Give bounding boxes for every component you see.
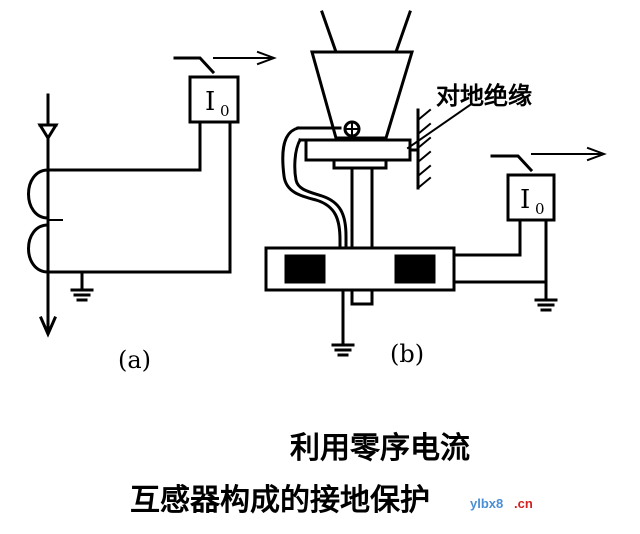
ground-wire-inner <box>293 137 348 292</box>
relay-contact-a <box>173 56 216 75</box>
arrow-right-icon <box>256 50 277 66</box>
caption-a: (a) <box>118 346 151 374</box>
return-lead-a <box>46 118 232 274</box>
mounting-plate <box>304 138 412 162</box>
ct-core-left <box>284 254 326 284</box>
return-lead-b <box>452 218 548 284</box>
relay-box-b <box>506 173 556 222</box>
downward-triangle-icon <box>37 123 59 141</box>
watermark-prefix: ylbx8 <box>470 496 503 511</box>
watermark-suffix: .cn <box>514 496 533 511</box>
arrow-down-icon <box>39 316 57 338</box>
coil-upper <box>27 168 50 220</box>
cable-termination <box>310 50 415 140</box>
diagram-b <box>264 10 607 357</box>
title-line-1: 利用零序电流 <box>290 431 470 466</box>
ct-subscript-b: 0 <box>535 200 545 218</box>
ct-subscript-a: 0 <box>220 102 230 120</box>
ct-core-right <box>394 254 436 284</box>
title-line-2: 互感器构成的接地保护 <box>130 483 430 518</box>
ct-label-b: I <box>520 185 530 215</box>
caption-b: (b) <box>390 340 424 368</box>
insulation-label: 对地绝缘 <box>436 82 532 110</box>
relay-box-a <box>188 75 240 124</box>
diagram-a <box>27 50 277 338</box>
secondary-lead-b <box>452 218 522 257</box>
ground-wire-outer <box>281 126 342 292</box>
arrow-right-icon <box>586 146 607 162</box>
relay-contact-b <box>490 154 534 173</box>
secondary-lead-a <box>46 118 202 172</box>
ct-label-a: I <box>205 87 215 117</box>
coil-lower <box>27 223 50 274</box>
